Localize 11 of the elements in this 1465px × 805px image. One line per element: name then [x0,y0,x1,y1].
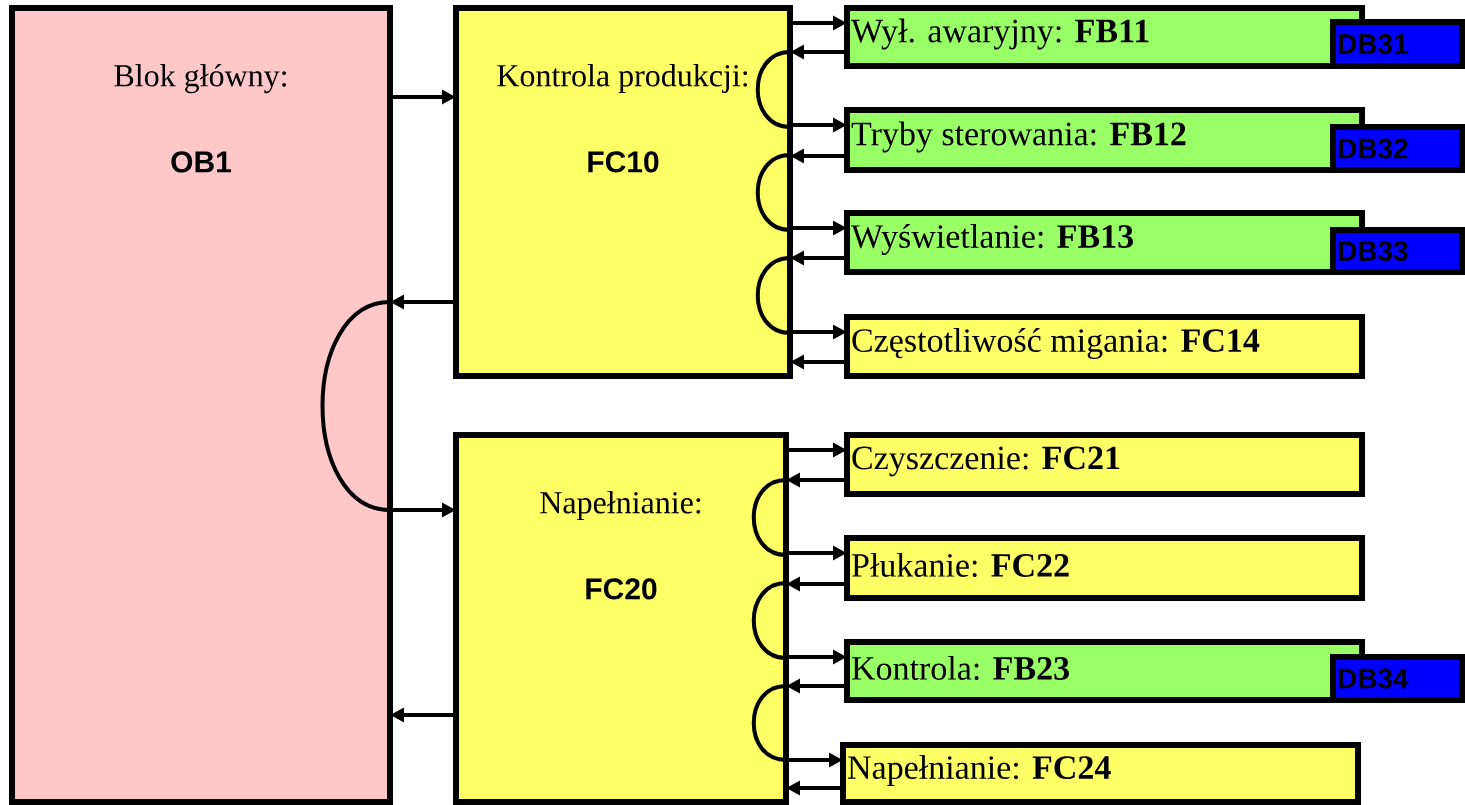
block-box: Blok główny: OB1 [9,5,393,805]
data-block-box: DB34 [1330,654,1465,703]
function-box: Napełnianie: FC24 [840,742,1361,805]
data-block-box: DB31 [1330,19,1465,69]
function-box: Częstotliwość migania: FC14 [844,314,1365,379]
data-block-box: DB33 [1330,227,1465,275]
function-box: Płukanie: FC22 [844,535,1365,601]
block-box: Napełnianie: FC20 [453,432,789,805]
function-box: Czyszczenie: FC21 [844,432,1365,497]
block-box: Kontrola produkcji: FC10 [453,5,793,379]
data-block-box: DB32 [1330,124,1465,173]
